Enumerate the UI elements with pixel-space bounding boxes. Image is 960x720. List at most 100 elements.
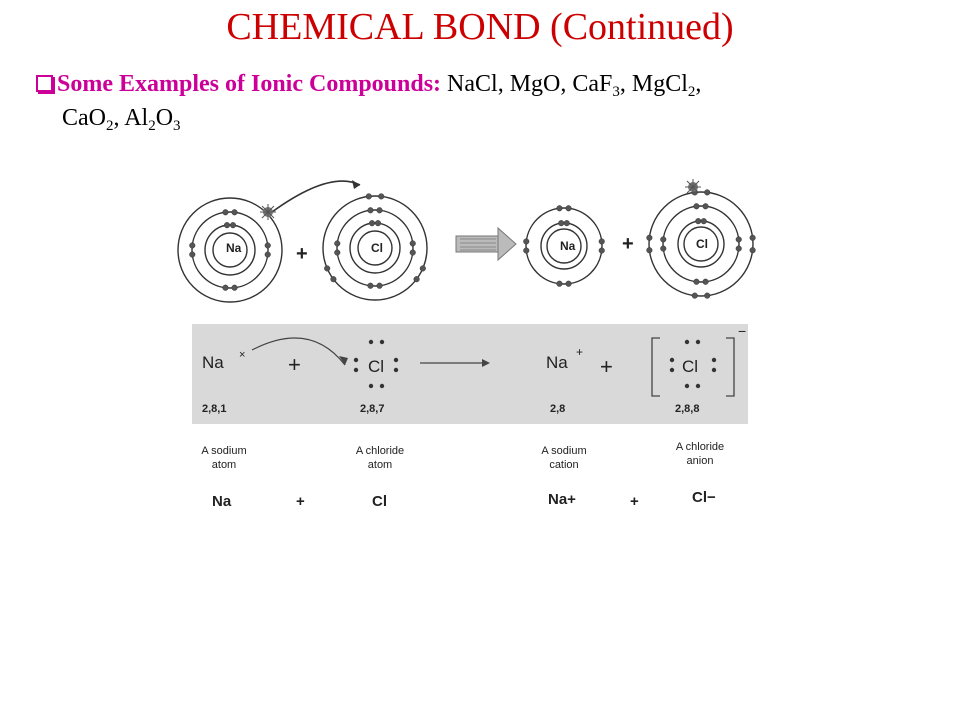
valence-dot	[695, 339, 701, 345]
electron-dot	[700, 218, 707, 225]
transfer-arrow-icon	[271, 180, 361, 213]
electron-dot	[330, 276, 337, 283]
electron-dot	[229, 222, 237, 229]
valence-dot	[669, 357, 675, 363]
electron-shell	[648, 191, 754, 297]
electron-dot	[222, 284, 229, 291]
lewis-arrowhead-icon	[339, 356, 348, 365]
electron-dot	[409, 240, 416, 247]
bottom-cl-ion: Cl−	[692, 489, 716, 506]
electron-dot	[660, 245, 667, 252]
formula: NaCl	[447, 71, 498, 97]
electron-shell	[177, 197, 283, 303]
electron-dot	[702, 278, 709, 285]
electron-dot	[376, 282, 383, 289]
caption-sodium-atom: A sodium	[201, 445, 246, 457]
valence-dot	[711, 367, 717, 373]
electron-dot	[598, 247, 605, 254]
caption-chloride-atom: A chloride	[356, 445, 404, 457]
electron-dot	[691, 292, 698, 299]
config-na: 2,8,1	[202, 403, 226, 415]
cl-ion-valence-dots	[669, 339, 717, 389]
electron-dot	[264, 251, 271, 258]
electron-dot	[368, 220, 376, 227]
electron-dot	[693, 203, 700, 210]
lewis-na-electron: ×	[239, 349, 245, 361]
valence-dot	[684, 339, 690, 345]
electron-dot	[378, 193, 385, 200]
reaction-arrow-icon	[455, 226, 517, 262]
valence-dot	[368, 383, 374, 389]
lewis-panel	[192, 324, 748, 424]
lewis-na-charge: +	[576, 345, 583, 359]
electron-dot	[334, 240, 341, 247]
electron-dot	[735, 245, 742, 252]
valence-dot	[368, 339, 374, 345]
caption-chloride-atom: atom	[368, 459, 392, 471]
electron-dot	[231, 209, 238, 216]
formula: Al2O3	[124, 105, 181, 134]
nucleus	[357, 230, 393, 266]
caption-chloride-anion: anion	[687, 455, 714, 467]
electron-dot	[413, 276, 420, 283]
electron-dot	[695, 218, 702, 225]
electron-dot	[702, 203, 709, 210]
valence-dot	[393, 367, 399, 373]
formula: CaF3	[572, 71, 620, 100]
formula: MgCl2	[631, 71, 696, 100]
valence-dot	[711, 357, 717, 363]
electron-star-icon	[685, 179, 701, 195]
nucleus	[683, 226, 719, 262]
lewis-plus: +	[600, 354, 613, 379]
na-atom-label: Na	[226, 241, 242, 255]
formula: CaO2	[62, 105, 114, 134]
bottom-na: Na	[212, 493, 232, 510]
lewis-cl-ion: Cl	[682, 357, 698, 376]
cl-valence-dots	[353, 339, 399, 389]
electron-dot	[324, 265, 331, 272]
electron-dot	[222, 209, 229, 216]
na-ion-label: Na	[560, 239, 576, 253]
electron-dot	[749, 234, 756, 241]
electron-dot	[563, 220, 570, 227]
checkbox-bullet-icon	[36, 75, 53, 92]
valence-dot	[379, 339, 385, 345]
lewis-transfer-arrow-icon	[251, 337, 346, 366]
valence-dot	[379, 383, 385, 389]
electron-dot	[231, 284, 238, 291]
electron-dot	[693, 278, 700, 285]
left-bracket	[651, 337, 660, 397]
formula-list-continued: CaO2, Al2O3	[62, 105, 181, 134]
config-na-ion: 2,8	[550, 403, 565, 415]
electron-dot	[374, 220, 382, 227]
bullet-line: Some Examples of Ionic Compounds: NaCl, …	[36, 70, 936, 100]
caption-chloride-anion: A chloride	[676, 441, 724, 453]
electron-dot	[367, 282, 374, 289]
right-bracket	[726, 337, 735, 397]
lewis-na: Na	[202, 353, 224, 372]
electron-dot	[556, 280, 563, 287]
bottom-plus: +	[296, 493, 305, 510]
electron-shell	[322, 195, 428, 301]
electron-shell	[191, 211, 269, 289]
lewis-plus: +	[288, 352, 301, 377]
electron-shell	[336, 209, 414, 287]
electron-dot	[704, 189, 711, 196]
bohr-shells	[177, 189, 756, 303]
caption-sodium-cation: A sodium	[541, 445, 586, 457]
valence-dot	[669, 367, 675, 373]
bottom-cl: Cl	[372, 493, 387, 510]
formula-list: NaCl, MgO, CaF3, MgCl2,	[447, 71, 702, 100]
formula: MgO	[509, 71, 561, 97]
lewis-yield-arrowhead-icon	[482, 359, 490, 367]
electron-dot	[565, 280, 572, 287]
ionic-bond-figure: Na + Cl Na + Cl Na × + Cl Na + + Cl − 2,…	[160, 160, 770, 520]
electron-dot	[189, 251, 196, 258]
slide-title: CHEMICAL BOND (Continued)	[226, 6, 734, 48]
lewis-cl: Cl	[368, 357, 384, 376]
caption-sodium-atom: atom	[212, 459, 236, 471]
electron-dot	[376, 207, 383, 214]
lewis-cl-charge: −	[738, 323, 746, 339]
electron-dot	[704, 292, 711, 299]
electron-dot	[556, 205, 563, 212]
